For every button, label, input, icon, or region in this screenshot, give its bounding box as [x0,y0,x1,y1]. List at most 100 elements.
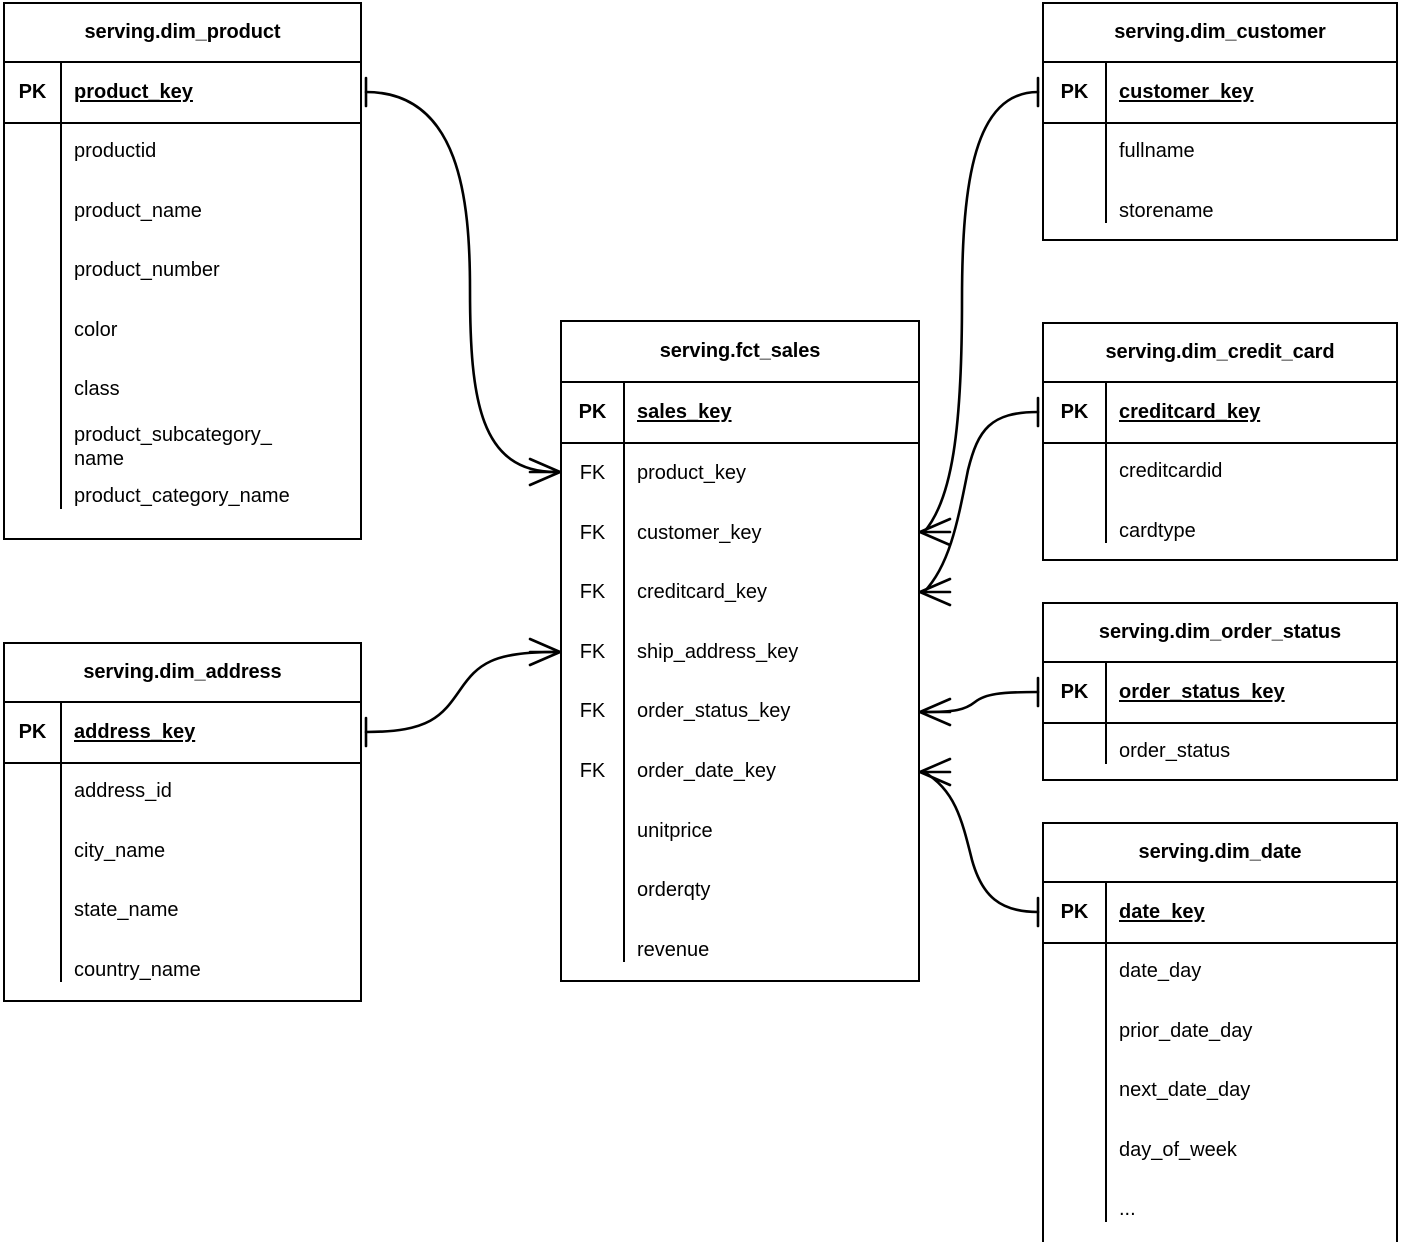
attributes-dim-customer: fullname storename [1044,124,1396,224]
fk-tag: FK [579,700,606,723]
attr-row: creditcard_key [637,581,768,604]
attr-row: order_date_key [637,759,776,782]
attr-row: customer_key [637,521,762,544]
attributes-dim-address: address_id city_name state_name country_… [5,764,360,983]
attr-row: productid [74,140,157,162]
edge-customer-to-sales [918,76,1040,547]
fk-tag: FK [579,640,606,663]
crowsfoot-sales-address [528,637,562,667]
edge-date-to-sales [918,757,1040,928]
attr-row: orderqty [637,879,711,902]
entity-title-fct-sales: serving.fct_sales [562,322,918,383]
pk-name-dim-address: address_key [74,721,196,743]
attributes-dim-date: date_day prior_date_day next_date_day da… [1044,944,1396,1222]
attr-row: ... [1119,1198,1136,1221]
attr-row: product_category_name [74,485,290,508]
entity-dim-order-status[interactable]: serving.dim_order_status PK order_status… [1042,602,1398,781]
edge-product-to-sales [364,76,562,487]
keycol-dim-date [1044,944,1107,1222]
attr-row: class [74,378,120,401]
attributes-fct-sales: FK FK FK FK FK FK product_key customer_k… [562,444,918,963]
attr-row: state_name [74,899,179,922]
attrcol-fct-sales: product_key customer_key creditcard_key … [625,444,918,962]
attr-row: product_subcategory_ name [74,423,272,470]
pk-tag-dim-customer: PK [1044,63,1107,122]
attr-row: city_name [74,839,166,862]
attr-row: product_name [74,199,202,222]
pk-name-dim-order-status: order_status_key [1119,681,1285,703]
attr-row: country_name [74,958,201,981]
pk-row-dim-product: PK product_key [5,63,360,124]
edge-address-to-sales [364,637,562,748]
fk-tag: FK [579,581,606,604]
attr-row: order_status_key [637,700,791,723]
keycol-dim-order-status [1044,724,1107,764]
pk-name-dim-customer: customer_key [1119,81,1254,103]
pk-tag-dim-order-status: PK [1044,663,1107,722]
fk-tag: FK [579,521,606,544]
entity-title-dim-product: serving.dim_product [5,4,360,63]
pk-name-fct-sales: sales_key [637,401,732,423]
keycol-dim-product [5,124,62,509]
attr-row: ship_address_key [637,640,799,663]
entity-title-dim-address: serving.dim_address [5,644,360,703]
pk-row-dim-credit-card: PK creditcard_key [1044,383,1396,444]
keycol-dim-credit-card [1044,444,1107,544]
attr-row: color [74,318,118,341]
crowsfoot-sales-product [528,457,562,487]
attr-row: next_date_day [1119,1079,1251,1102]
attributes-dim-product: productid product_name product_number co… [5,124,360,509]
crowsfoot-sales-customer [918,517,952,547]
pk-tag-dim-date: PK [1044,883,1107,942]
entity-title-dim-customer: serving.dim_customer [1044,4,1396,63]
pk-tag-dim-credit-card: PK [1044,383,1107,442]
attr-row: day_of_week [1119,1138,1237,1161]
entity-dim-date[interactable]: serving.dim_date PK date_key date_day pr… [1042,822,1398,1242]
entity-dim-credit-card[interactable]: serving.dim_credit_card PK creditcard_ke… [1042,322,1398,561]
attrcol-dim-date: date_day prior_date_day next_date_day da… [1107,944,1396,1222]
entity-title-dim-credit-card: serving.dim_credit_card [1044,324,1396,383]
attr-row: creditcardid [1119,460,1223,482]
crowsfoot-sales-date [918,757,952,787]
attrcol-dim-order-status: order_status [1107,724,1396,764]
attributes-dim-order-status: order_status [1044,724,1396,764]
entity-title-dim-date: serving.dim_date [1044,824,1396,883]
pk-tag-dim-address: PK [5,703,62,762]
attr-row: unitprice [637,819,713,842]
attr-row: revenue [637,938,710,961]
crowsfoot-sales-creditcard [918,577,952,607]
fk-tag: FK [579,462,606,484]
attrcol-dim-address: address_id city_name state_name country_… [62,764,360,982]
attr-row: address_id [74,780,172,802]
fkcol-fct-sales: FK FK FK FK FK FK [562,444,625,963]
pk-row-dim-customer: PK customer_key [1044,63,1396,124]
pk-name-dim-date: date_key [1119,901,1205,923]
pk-name-dim-product: product_key [74,81,193,103]
crowsfoot-sales-orderstatus [918,697,952,727]
entity-dim-customer[interactable]: serving.dim_customer PK customer_key ful… [1042,2,1398,241]
entity-title-dim-order-status: serving.dim_order_status [1044,604,1396,663]
pk-name-dim-credit-card: creditcard_key [1119,401,1261,423]
attrcol-dim-customer: fullname storename [1107,124,1396,223]
fk-tag: FK [579,759,606,782]
attrcol-dim-credit-card: creditcardid cardtype [1107,444,1396,543]
entity-fct-sales[interactable]: serving.fct_sales PK sales_key FK FK FK … [560,320,920,982]
entity-dim-address[interactable]: serving.dim_address PK address_key addre… [3,642,362,1002]
keycol-dim-customer [1044,124,1107,224]
pk-row-dim-order-status: PK order_status_key [1044,663,1396,724]
attr-row: fullname [1119,140,1195,162]
pk-row-dim-date: PK date_key [1044,883,1396,944]
entity-dim-product[interactable]: serving.dim_product PK product_key produ… [3,2,362,540]
pk-tag-dim-product: PK [5,63,62,122]
attributes-dim-credit-card: creditcardid cardtype [1044,444,1396,544]
pk-tag-fct-sales: PK [562,383,625,442]
pk-row-fct-sales: PK sales_key [562,383,918,444]
attr-row: date_day [1119,960,1202,982]
attr-row: storename [1119,199,1214,222]
edge-creditcard-to-sales [918,396,1040,607]
attr-row: product_key [637,462,746,484]
keycol-dim-address [5,764,62,983]
attr-row: order_status [1119,740,1231,762]
attr-row: cardtype [1119,519,1196,542]
